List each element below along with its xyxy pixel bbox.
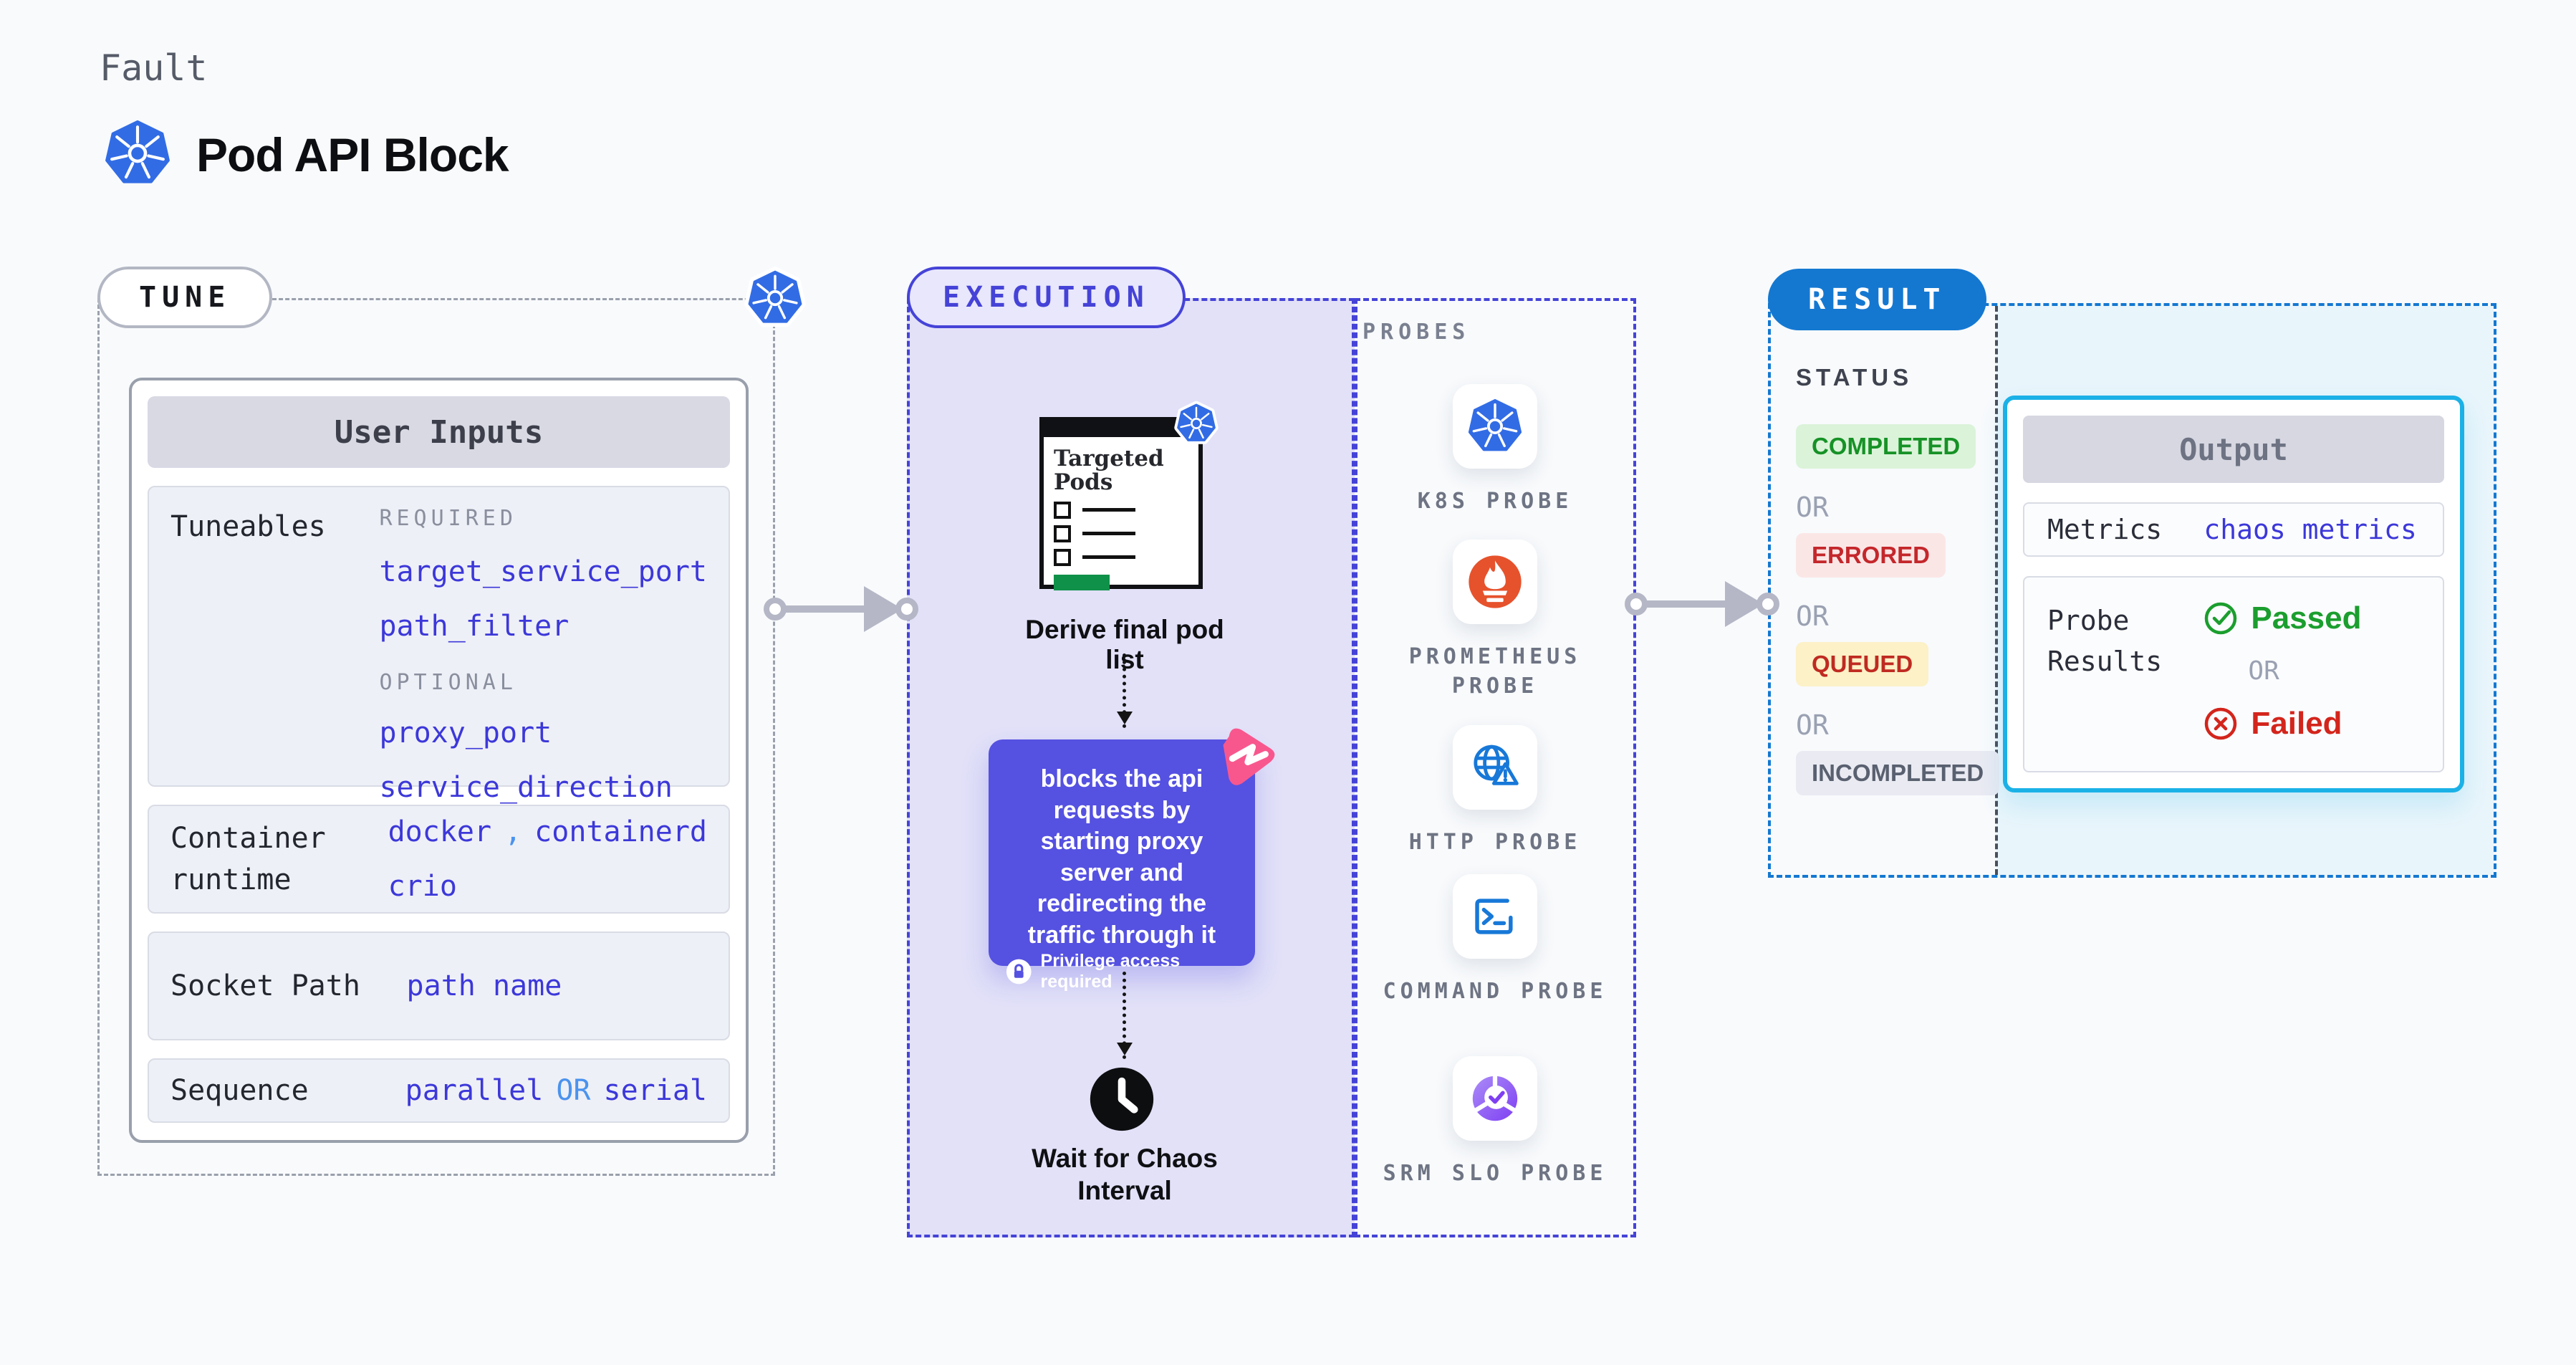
progress-bar bbox=[1054, 574, 1110, 590]
terminal-icon bbox=[1453, 874, 1537, 959]
flow-arrow-down bbox=[1117, 653, 1133, 728]
user-inputs-header: User Inputs bbox=[148, 396, 730, 468]
probe-k8s: K8S PROBE bbox=[1363, 384, 1628, 517]
lock-icon bbox=[1006, 959, 1032, 985]
param-target-service-port: target_service_port bbox=[379, 555, 707, 588]
probes-section bbox=[1355, 298, 1636, 1237]
result-pill: RESULT bbox=[1768, 269, 1986, 330]
or-label: OR bbox=[1796, 600, 1829, 632]
clock-icon bbox=[1090, 1067, 1154, 1131]
or-label: OR bbox=[2248, 656, 2279, 686]
metrics-row: Metrics chaos metrics bbox=[2023, 502, 2444, 557]
status-badge-queued: QUEUED bbox=[1796, 642, 1929, 686]
param-service-direction: service_direction bbox=[379, 771, 673, 804]
metrics-label: Metrics bbox=[2047, 513, 2163, 545]
passed-result: Passed bbox=[2203, 600, 2362, 636]
flow-arrow-down bbox=[1117, 972, 1133, 1059]
runtime-separator: , bbox=[504, 815, 522, 848]
probe-label: PROMETHEUS PROBE bbox=[1408, 644, 1582, 699]
x-circle-icon bbox=[2205, 707, 2237, 740]
fault-action-text: blocks the api requests by starting prox… bbox=[1027, 765, 1216, 949]
pod-list-item bbox=[1054, 525, 1198, 542]
check-circle-icon bbox=[2205, 602, 2237, 635]
sequence-or: OR bbox=[556, 1074, 591, 1107]
targeted-pods-box: Targeted Pods bbox=[1039, 401, 1219, 590]
probe-results-row: Probe Results Passed OR Failed bbox=[2023, 576, 2444, 772]
output-header: Output bbox=[2023, 416, 2444, 483]
tune-pill: TUNE bbox=[97, 267, 273, 328]
fault-category-label: Fault bbox=[100, 47, 208, 89]
param-path-filter: path_filter bbox=[379, 610, 569, 643]
output-card: Output Metrics chaos metrics Probe Resul… bbox=[2003, 396, 2464, 792]
privilege-label: Privilege access required bbox=[1040, 951, 1181, 992]
page-title: Pod API Block bbox=[196, 128, 509, 181]
probe-label: SRM SLO PROBE bbox=[1383, 1161, 1607, 1186]
status-badge-errored: ERRORED bbox=[1796, 533, 1946, 578]
probe-label: K8S PROBE bbox=[1417, 489, 1573, 514]
checkbox-icon bbox=[1054, 501, 1071, 519]
kubernetes-icon bbox=[1174, 401, 1219, 444]
runtime-crio: crio bbox=[388, 870, 457, 903]
tuneables-row: Tuneables REQUIRED target_service_port p… bbox=[148, 486, 730, 804]
metrics-value: chaos metrics bbox=[2203, 514, 2417, 545]
execution-pill: EXECUTION bbox=[907, 267, 1186, 328]
slo-pie-check-icon bbox=[1453, 1056, 1537, 1141]
status-column: STATUS COMPLETED OR ERRORED OR QUEUED OR… bbox=[1796, 364, 2000, 795]
chaos-logo-icon bbox=[1223, 728, 1275, 785]
probe-http: HTTP PROBE bbox=[1363, 725, 1628, 858]
probe-srm-slo: SRM SLO PROBE bbox=[1363, 1056, 1628, 1189]
tuneables-label: Tuneables bbox=[170, 510, 326, 543]
socket-path-row: Socket Path path name bbox=[148, 931, 730, 1040]
container-runtime-row: Container runtime docker , containerd cr… bbox=[148, 805, 730, 914]
container-runtime-label: Container runtime bbox=[170, 822, 326, 896]
failed-result: Failed bbox=[2203, 706, 2361, 742]
privilege-row: Privilege access required bbox=[1006, 951, 1238, 992]
probe-prometheus: PROMETHEUS PROBE bbox=[1363, 540, 1628, 701]
status-badge-completed: COMPLETED bbox=[1796, 424, 1976, 469]
targeted-pods-title: Targeted Pods bbox=[1054, 446, 1164, 496]
required-label: REQUIRED bbox=[379, 506, 517, 531]
sequence-parallel: parallel bbox=[405, 1074, 544, 1107]
passed-label: Passed bbox=[2251, 600, 2362, 636]
socket-path-value: path name bbox=[406, 969, 562, 1002]
checkbox-icon bbox=[1054, 525, 1071, 542]
optional-label: OPTIONAL bbox=[379, 670, 517, 695]
sequence-serial: serial bbox=[603, 1074, 708, 1107]
tune-section bbox=[97, 298, 775, 1176]
fault-action-box: blocks the api requests by starting prox… bbox=[989, 739, 1255, 992]
or-label: OR bbox=[1796, 492, 1829, 523]
pod-list-item bbox=[1054, 501, 1198, 519]
socket-path-label: Socket Path bbox=[170, 969, 360, 1002]
failed-label: Failed bbox=[2251, 706, 2342, 741]
probe-label: HTTP PROBE bbox=[1408, 830, 1582, 855]
pod-list-item bbox=[1054, 548, 1198, 566]
result-section bbox=[1768, 303, 2496, 878]
or-label: OR bbox=[1796, 709, 1829, 741]
http-globe-warning-icon bbox=[1453, 725, 1537, 810]
status-badge-incompleted: INCOMPLETED bbox=[1796, 751, 2000, 795]
runtime-containerd: containerd bbox=[534, 815, 707, 848]
probes-title: PROBES bbox=[1363, 320, 1471, 345]
probe-command: COMMAND PROBE bbox=[1363, 874, 1628, 1007]
prometheus-icon bbox=[1453, 540, 1537, 624]
result-divider bbox=[1995, 306, 1998, 875]
runtime-docker: docker bbox=[388, 815, 492, 848]
wait-for-chaos-interval-label: Wait for Chaos Interval bbox=[1032, 1144, 1218, 1206]
kubernetes-icon bbox=[105, 120, 170, 186]
probe-results-label: Probe Results bbox=[2047, 605, 2163, 677]
kubernetes-icon bbox=[744, 267, 806, 327]
param-proxy-port: proxy_port bbox=[379, 717, 552, 749]
kubernetes-icon bbox=[1453, 384, 1537, 469]
user-inputs-card: User Inputs Tuneables REQUIRED target_se… bbox=[129, 378, 749, 1143]
status-title: STATUS bbox=[1796, 364, 1913, 391]
sequence-row: Sequence parallel OR serial bbox=[148, 1058, 730, 1123]
checkbox-icon bbox=[1054, 548, 1071, 566]
probe-label: COMMAND PROBE bbox=[1383, 979, 1607, 1004]
sequence-label: Sequence bbox=[170, 1074, 309, 1107]
